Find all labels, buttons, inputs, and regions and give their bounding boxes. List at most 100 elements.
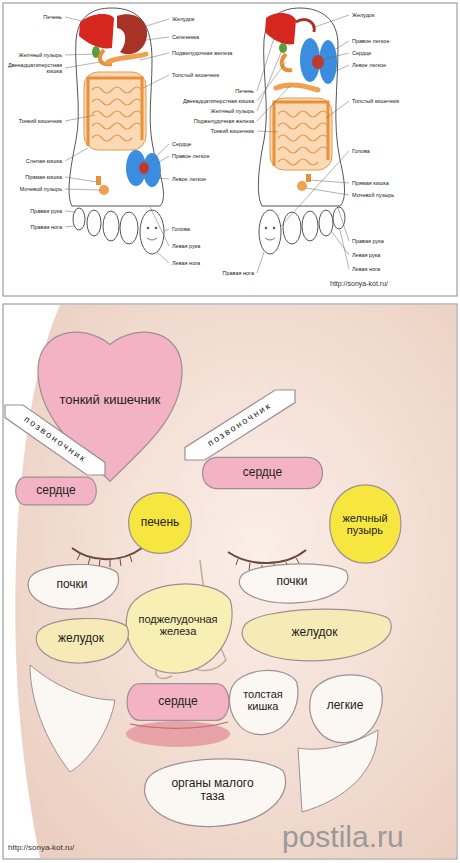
leader-lines bbox=[65, 15, 349, 273]
face-zone: сердце bbox=[200, 456, 325, 490]
organ-label: Голова bbox=[172, 226, 190, 232]
face-zone: легкие bbox=[305, 668, 385, 744]
zone-outline bbox=[242, 609, 391, 661]
face-zone: позвоночник bbox=[185, 390, 295, 460]
face-panel bbox=[130, 722, 228, 728]
face-panel bbox=[3, 304, 457, 859]
foot-right bbox=[279, 43, 287, 53]
organ-label: Поджелудочная железа bbox=[172, 50, 232, 56]
watermark: http://sonya-kot.ru/ bbox=[330, 280, 388, 288]
organ-label: Толстый кишечник bbox=[352, 98, 399, 104]
foot-panel bbox=[3, 3, 457, 296]
organ-label: Левая нога bbox=[172, 260, 200, 266]
foot-left bbox=[84, 72, 146, 150]
organ-label: Прямая кишка bbox=[25, 174, 62, 180]
leader-lines bbox=[164, 229, 169, 231]
face-zone: желчный пузырь bbox=[329, 484, 402, 564]
organ-label: Правая нога bbox=[30, 224, 62, 230]
zone-label: легкие bbox=[327, 699, 364, 712]
foot-left bbox=[120, 212, 138, 244]
foot-left bbox=[155, 227, 157, 229]
foot-right bbox=[265, 238, 275, 240]
foot-left bbox=[117, 14, 147, 54]
organ-label: Тонкий кишечник bbox=[211, 128, 254, 134]
zone-outline bbox=[28, 564, 118, 609]
foot-right bbox=[270, 98, 332, 170]
foot-left bbox=[79, 14, 114, 48]
organ-label: Слепая кишка bbox=[26, 158, 62, 164]
organ-label: Левое легкое bbox=[352, 62, 386, 68]
zone-label: поджелудочная железа bbox=[138, 613, 218, 637]
zone-label: почки bbox=[56, 578, 87, 591]
leader-lines bbox=[257, 131, 278, 132]
face-zone: позвоночник bbox=[5, 405, 105, 475]
zone-outline bbox=[203, 457, 323, 488]
leader-lines bbox=[140, 53, 169, 60]
foot-left bbox=[88, 78, 142, 146]
leader-lines bbox=[140, 19, 169, 28]
foot-left bbox=[69, 8, 164, 254]
organ-label: Правое легкое bbox=[352, 38, 389, 44]
zone-outline bbox=[239, 564, 348, 603]
foot-left bbox=[69, 8, 163, 206]
face-panel bbox=[126, 721, 230, 747]
face-panel bbox=[3, 304, 457, 859]
organ-label: Правая рука bbox=[30, 208, 62, 214]
watermark: http://sonya-kot.ru/ bbox=[8, 843, 74, 852]
organ-label: Правая нога bbox=[222, 270, 254, 276]
organ-label: Селезенка bbox=[172, 34, 199, 40]
face-zone: желудок bbox=[30, 614, 132, 664]
face-zone: сердце bbox=[14, 476, 98, 506]
face-panel bbox=[15, 305, 456, 858]
face-zone: почки bbox=[22, 560, 122, 610]
organ-label: Левая рука bbox=[352, 252, 380, 258]
face-panel bbox=[72, 548, 142, 559]
foot-left bbox=[99, 185, 109, 195]
spine-label: позвоночник bbox=[206, 401, 274, 449]
leader-lines bbox=[257, 32, 276, 91]
organ-label: Сердце bbox=[352, 50, 371, 56]
foot-right bbox=[273, 227, 275, 229]
leader-lines bbox=[65, 62, 100, 68]
leader-lines bbox=[334, 41, 349, 50]
face-zone: почки bbox=[232, 560, 352, 604]
leader-lines bbox=[340, 230, 349, 269]
foot-right bbox=[258, 8, 345, 254]
zone-outline bbox=[5, 405, 105, 475]
organ-label: Толстый кишечник bbox=[172, 72, 219, 78]
foot-right bbox=[274, 102, 328, 166]
leader-lines bbox=[334, 65, 349, 72]
zone-outline bbox=[36, 618, 128, 663]
face-zone: органы малого таза bbox=[135, 752, 291, 828]
foot-right bbox=[278, 111, 328, 165]
leader-lines bbox=[320, 53, 349, 60]
foot-right bbox=[282, 54, 292, 70]
organ-label: Правая рука bbox=[352, 238, 384, 244]
organ-label: Печень bbox=[235, 88, 254, 94]
foot-right bbox=[296, 20, 314, 32]
zone-label: печень bbox=[141, 516, 180, 529]
foot-right bbox=[258, 8, 344, 206]
foot-left bbox=[103, 211, 119, 241]
zone-outline bbox=[310, 675, 382, 743]
foot-left bbox=[92, 87, 142, 141]
leader-lines bbox=[65, 189, 100, 190]
leader-lines bbox=[158, 178, 169, 179]
foot-right bbox=[302, 211, 318, 241]
leader-lines bbox=[156, 156, 169, 164]
organ-label: Левое легкое bbox=[172, 176, 206, 182]
leader-lines bbox=[338, 208, 349, 241]
leader-lines bbox=[146, 37, 169, 40]
watermark: postila.ru bbox=[282, 820, 404, 855]
zone-label: органы малого таза bbox=[159, 777, 267, 803]
organ-label: Мочевой пузырь bbox=[352, 192, 394, 198]
organ-label: Печень bbox=[43, 14, 62, 20]
leader-lines bbox=[257, 252, 264, 273]
leader-lines bbox=[150, 207, 169, 246]
face-zone: желудок bbox=[232, 604, 397, 662]
face-zone: толстая кишка bbox=[225, 664, 300, 736]
foot-left bbox=[108, 54, 146, 62]
zone-outline bbox=[329, 485, 400, 563]
leader-lines bbox=[146, 144, 169, 166]
